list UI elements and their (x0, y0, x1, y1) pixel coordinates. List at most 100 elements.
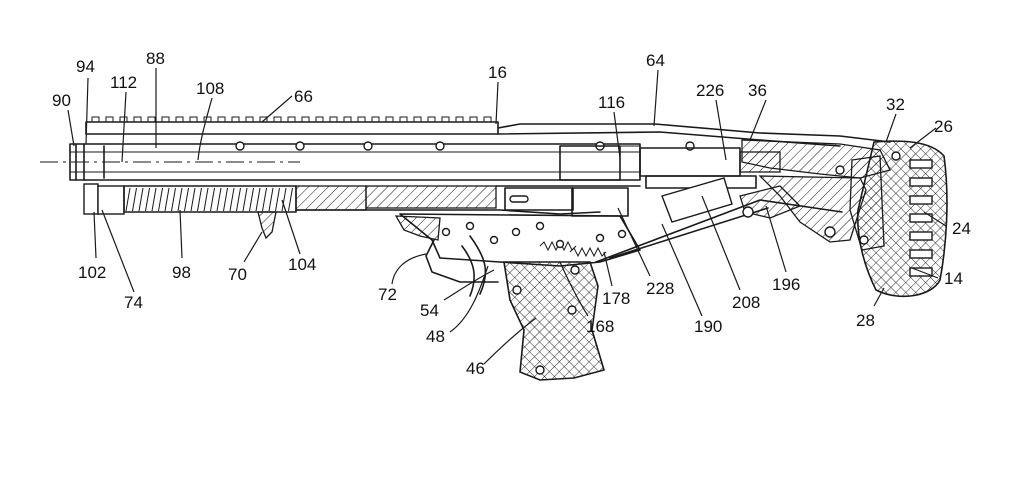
trigger-pin (595, 233, 605, 243)
ref-64: 64 (646, 51, 665, 70)
rail-tooth (329, 116, 338, 123)
ref-208: 208 (732, 293, 760, 312)
forend-rib (125, 187, 131, 212)
trigger-pin (465, 221, 475, 231)
rail-tooth (441, 116, 450, 123)
ref-16: 16 (488, 63, 507, 82)
butt-pad-ribs (909, 159, 933, 277)
trigger-pin (441, 227, 451, 237)
rail-tooth (161, 116, 170, 123)
forend-rib (249, 187, 254, 212)
rail-tooth (427, 116, 436, 123)
rail-teeth (91, 116, 492, 123)
rail-tooth (231, 116, 240, 123)
ref-72: 72 (378, 285, 397, 304)
rail-tooth (273, 116, 282, 123)
forend-rib (255, 187, 261, 212)
forend-rib (151, 187, 157, 212)
forend-rib (229, 187, 235, 212)
forend-rib (203, 187, 209, 212)
trigger-pins (441, 221, 627, 249)
ref-98: 98 (172, 263, 191, 282)
screw-head (295, 141, 305, 151)
rail-tooth (301, 116, 310, 123)
pad-rib (909, 159, 933, 169)
forend-rib (288, 187, 293, 212)
ref-90: 90 (52, 91, 71, 110)
screw-head (235, 141, 245, 151)
forend-rib (190, 187, 196, 212)
rail-tooth (133, 116, 142, 123)
forend-rib (268, 187, 274, 212)
stock-linkage (595, 165, 867, 263)
ref-94: 94 (76, 57, 95, 76)
forend-rib (216, 187, 222, 212)
receiver-housing (497, 123, 891, 179)
forend-rib (184, 187, 189, 212)
forend-rib (138, 187, 144, 212)
rail-tooth (119, 116, 128, 123)
rail-tooth (455, 116, 464, 123)
rail-tooth (203, 116, 212, 123)
ref-196: 196 (772, 275, 800, 294)
forend-rib (262, 187, 267, 212)
ref-36: 36 (748, 81, 767, 100)
trigger-pin (511, 227, 521, 237)
rail-tooth (147, 116, 156, 123)
screw-head (435, 141, 445, 151)
ref-66: 66 (294, 87, 313, 106)
forend-rib (145, 187, 150, 212)
pad-rib (909, 231, 933, 241)
pistol-grip (503, 261, 606, 381)
rail-tooth (315, 116, 324, 123)
forend-rib (164, 187, 170, 212)
ref-70: 70 (228, 265, 247, 284)
rail-tooth (343, 116, 352, 123)
rail-tooth (371, 116, 380, 123)
ref-168: 168 (586, 317, 614, 336)
rail-tooth (385, 116, 394, 123)
ref-228: 228 (646, 279, 674, 298)
forend-rib (158, 187, 163, 212)
butt-pad (849, 140, 948, 298)
forend-rib (223, 187, 228, 212)
rail-tooth (105, 116, 114, 123)
ref-112: 112 (110, 73, 137, 92)
forend-rib (210, 187, 215, 212)
pad-rib (909, 195, 933, 205)
ref-26: 26 (934, 117, 953, 136)
ref-226: 226 (696, 81, 724, 100)
ref-102: 102 (78, 263, 106, 282)
trigger-pin (555, 239, 565, 249)
ref-74: 74 (124, 293, 143, 312)
reference-numerals: 90 94 112 88 108 66 16 64 116 226 36 32 … (52, 49, 971, 378)
pad-rib (909, 177, 933, 187)
upper-barrel (40, 141, 695, 181)
rail-tooth (483, 116, 492, 123)
forend-rib (242, 187, 248, 212)
ref-32: 32 (886, 95, 905, 114)
bolt-carrier (559, 145, 781, 189)
top-rail (85, 116, 499, 135)
screw-head (363, 141, 373, 151)
rail-tooth (469, 116, 478, 123)
ref-24: 24 (952, 219, 971, 238)
rail-tooth (413, 116, 422, 123)
rail-tooth (287, 116, 296, 123)
forend-rib (281, 187, 287, 212)
ref-14: 14 (944, 269, 963, 288)
ref-54: 54 (420, 301, 439, 320)
ref-88: 88 (146, 49, 165, 68)
ref-28: 28 (856, 311, 875, 330)
forend-rib (132, 187, 137, 212)
ref-104: 104 (288, 255, 316, 274)
ref-108: 108 (196, 79, 224, 98)
ref-46: 46 (466, 359, 485, 378)
forend-rib (197, 187, 202, 212)
ref-48: 48 (426, 327, 445, 346)
ref-178: 178 (602, 289, 630, 308)
forend-rib (236, 187, 241, 212)
rail-tooth (189, 116, 198, 123)
rail-tooth (91, 116, 100, 123)
